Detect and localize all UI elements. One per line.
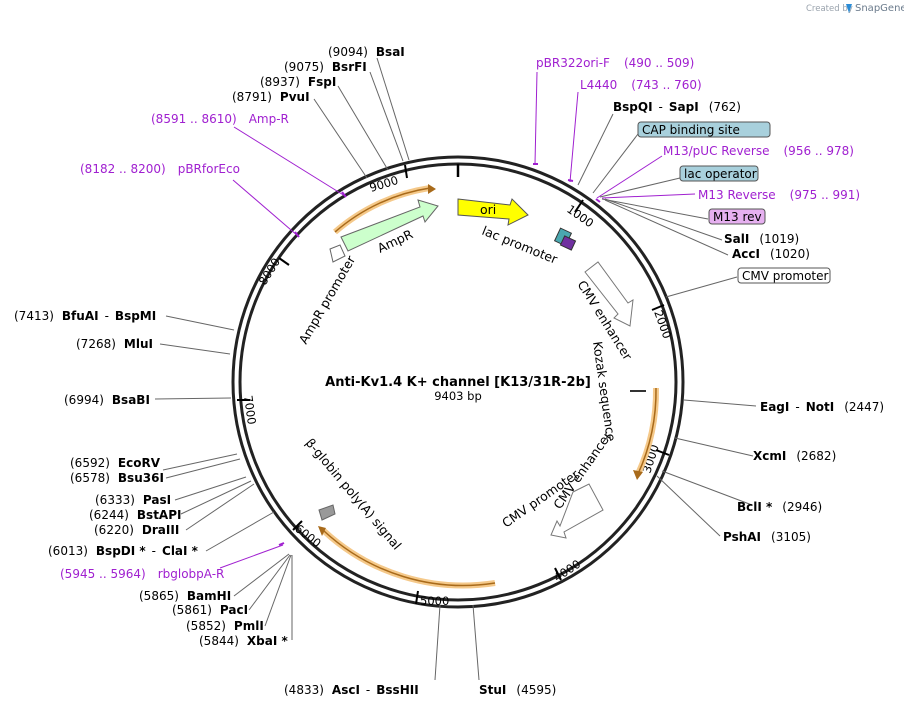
enzyme-label-bstapi: (6244)BstAPI	[89, 508, 181, 522]
enzyme-label-sali: SalI(1019)	[724, 232, 799, 246]
tick-label-1000: 1000	[564, 202, 596, 230]
boxed-label-cmvbox: CMV promoter	[737, 267, 831, 284]
enzyme-label-draiii: (6220)DraIII	[94, 523, 179, 537]
enzyme-label-bcli: BclI *(2946)	[737, 500, 822, 514]
enzyme-label-xbai: (5844)XbaI *	[199, 634, 288, 648]
plasmid-length: 9403 bp	[434, 389, 482, 403]
enzyme-label-bfuai: (7413)BfuAI-BspMI	[14, 309, 156, 323]
svg-text:lac operator: lac operator	[684, 167, 757, 181]
primer-labels: pBR322ori-F(490 .. 509) L4440(743 .. 760)…	[60, 56, 860, 581]
enzyme-label-bspdi: (6013)BspDI *-ClaI *	[48, 544, 199, 558]
m13rev-box	[559, 235, 577, 251]
boxed-label-cap: CAP binding site	[637, 121, 771, 138]
brand-name: SnapGene	[855, 3, 904, 14]
ori-label: ori	[480, 202, 496, 217]
ampr-promoter-arrow	[329, 244, 346, 263]
boxed-label-m13revbox: M13 rev	[708, 208, 766, 225]
lac-promoter-label: lac promoter	[480, 223, 561, 267]
enzyme-label-bsai: (9094)BsaI	[328, 45, 405, 59]
plasmid-name: Anti-Kv1.4 K+ channel [K13/31R-2b]	[325, 375, 591, 390]
primer-leaders	[219, 71, 696, 569]
enzyme-label-bsu36i: (6578)Bsu36I	[70, 471, 164, 485]
ampr-arrow	[340, 199, 439, 252]
kozak-label: Kozak sequence	[590, 340, 619, 442]
primer-label-rbglobpa: (5945 .. 5964)rbglobpA-R	[60, 567, 224, 581]
primer-label-ampr: (8591 .. 8610)Amp-R	[151, 112, 289, 126]
enzyme-label-acci: AccI(1020)	[732, 247, 810, 261]
enzyme-label-fspi: (8937)FspI	[260, 75, 336, 89]
enzyme-label-bamhi: (5865)BamHI	[139, 589, 231, 603]
cmv-enhancer-2-arrow	[550, 483, 604, 539]
enzyme-label-xcmi: XcmI(2682)	[753, 449, 836, 463]
enzyme-label-asci: (4833)AscI-BssHII	[284, 683, 419, 697]
enzyme-label-eagi: EagI-NotI(2447)	[760, 400, 884, 414]
cmv-enhancer-1-arrow	[584, 261, 634, 327]
enzyme-labels: (9094)BsaI(9075)BsrFI(8937)FspI(8791)Pvu…	[14, 45, 884, 697]
primer-label-pbr322ori: pBR322ori-F(490 .. 509)	[536, 56, 694, 70]
primer-label-m13rev: M13 Reverse(975 .. 991)	[698, 188, 860, 202]
enzyme-label-bspqi: BspQI-SapI(762)	[613, 100, 741, 114]
tick-label-5000: 5000	[420, 594, 449, 608]
tick-marks	[237, 164, 670, 605]
beta-globin-box	[318, 504, 336, 521]
orf-arcs	[318, 184, 660, 589]
primer-label-l4440: L4440(743 .. 760)	[580, 78, 702, 92]
primer-label-pbrforeco: (8182 .. 8200)pBRforEco	[80, 162, 240, 176]
enzyme-label-stui: StuI(4595)	[479, 683, 556, 697]
enzyme-label-bsrfi: (9075)BsrFI	[284, 60, 367, 74]
svg-text:CAP binding site: CAP binding site	[642, 123, 740, 137]
feature-arrows	[318, 198, 646, 539]
enzyme-label-pshai: PshAI(3105)	[723, 530, 811, 544]
ampr-promoter-label: AmpR promoter	[296, 252, 359, 346]
tick-label-6000: 6000	[292, 521, 324, 550]
brand-created-by: Created by	[806, 4, 853, 14]
enzyme-label-mlui: (7268)MluI	[76, 337, 153, 351]
tick-label-7000: 7000	[241, 394, 259, 425]
enzyme-label-pasi: (6333)PasI	[95, 493, 171, 507]
enzyme-label-ecorv: (6592)EcoRV	[70, 456, 161, 470]
snapgene-logo-icon	[846, 4, 852, 13]
enzyme-label-paci: (5861)PacI	[172, 603, 248, 617]
enzyme-label-pvui: (8791)PvuI	[232, 90, 310, 104]
snapgene-brand: Created by SnapGene	[806, 3, 904, 14]
ori-arrow	[457, 198, 529, 226]
enzyme-label-pmli: (5852)PmlI	[186, 619, 264, 633]
svg-text:CMV promoter: CMV promoter	[742, 269, 829, 283]
tick-label-9000: 9000	[368, 173, 400, 195]
svg-text:M13 rev: M13 rev	[713, 210, 762, 224]
boxed-label-lacop: lac operator	[679, 165, 759, 182]
enzyme-leaders	[154, 57, 757, 681]
primer-label-m13puc: M13/pUC Reverse(956 .. 978)	[663, 144, 854, 158]
enzyme-label-bsabi: (6994)BsaBI	[64, 393, 150, 407]
